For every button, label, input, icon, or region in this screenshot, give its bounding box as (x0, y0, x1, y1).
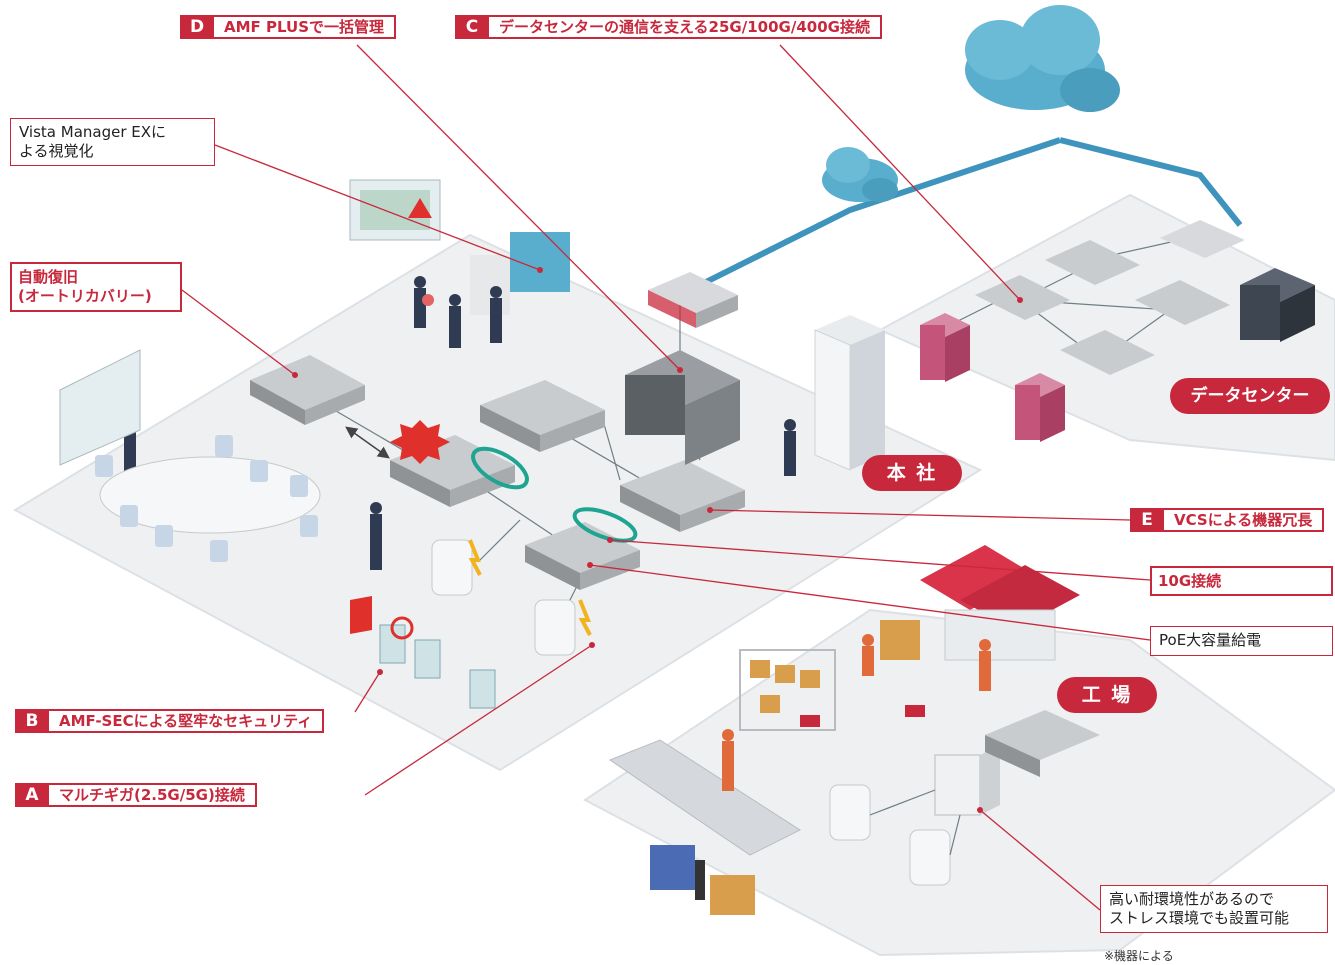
person-icon (422, 294, 434, 306)
callout-text: AMF PLUSで一括管理 (224, 18, 385, 36)
security-device-icon (350, 596, 496, 709)
callout-text: VCSによる機器冗長 (1174, 511, 1313, 529)
leader-lines (181, 44, 1151, 911)
poe-note: PoE大容量給電 (1150, 626, 1333, 656)
rugged-switch-icon (934, 745, 1000, 816)
forklift-icon (650, 845, 705, 900)
vista-manager-note: Vista Manager EXに よる視覚化 (10, 118, 215, 166)
footnote: ※機器による (1104, 949, 1174, 963)
access-point-icon (534, 599, 592, 656)
recovery-arrow (345, 426, 390, 459)
monitor-icon (349, 179, 570, 315)
note-line: 高い耐環境性があるので (1109, 890, 1275, 908)
hq-floor (12, 233, 983, 772)
callout-letter: D (180, 17, 214, 37)
hq-building-icon (814, 315, 885, 471)
sensor-icons (800, 705, 925, 727)
callout-text: マルチギガ(2.5G/5G)接続 (59, 786, 245, 804)
callout-e: E VCSによる機器冗長 (1130, 508, 1325, 532)
site-label-hq: 本 社 (862, 455, 962, 491)
note-line: ストレス環境でも設置可能 (1109, 909, 1290, 927)
callout-letter: B (15, 711, 49, 731)
factory-building-icon (920, 545, 1080, 661)
note-line: よる視覚化 (19, 142, 94, 160)
callout-letter: C (455, 17, 489, 37)
cargo-boxes (710, 620, 920, 915)
callout-letter: A (15, 785, 49, 805)
switch-device (250, 355, 365, 425)
access-point-icon (829, 784, 871, 841)
note-line: PoE大容量給電 (1159, 631, 1262, 649)
chassis-device (625, 350, 740, 465)
callout-text: データセンターの通信を支える25G/100G/400G接続 (499, 18, 870, 36)
auto-recovery-note: 自動復旧 (オートリカバリー) (10, 262, 182, 312)
note-line: 自動復旧 (18, 268, 79, 286)
whiteboard-icon (59, 349, 141, 466)
cloud-icon (965, 5, 1120, 112)
callout-text: AMF-SECによる堅牢なセキュリティ (59, 712, 313, 730)
failure-burst-icon (390, 420, 450, 464)
dc-router (1160, 220, 1245, 258)
note-line: Vista Manager EXに (19, 123, 167, 141)
callout-b: B AMF-SECによる堅牢なセキュリティ (15, 709, 325, 733)
router-device (648, 272, 738, 328)
dc-switches (975, 240, 1230, 375)
factory-lines (869, 789, 961, 856)
callout-d: D AMF PLUSで一括管理 (180, 15, 397, 39)
leader-dots (292, 267, 1023, 813)
factory-switch (985, 710, 1100, 777)
workers-icon (722, 634, 991, 791)
ten-g-note: 10G接続 (1150, 566, 1333, 596)
vcs-ring (572, 507, 638, 543)
server-rack-icon (1015, 373, 1065, 442)
environment-note: 高い耐環境性があるので ストレス環境でも設置可能 (1100, 885, 1328, 933)
cloud-icon (822, 147, 898, 202)
callout-letter: E (1130, 510, 1164, 530)
note-line: 10G接続 (1158, 572, 1222, 590)
callout-c: C データセンターの通信を支える25G/100G/400G接続 (455, 15, 882, 39)
site-label-factory: 工 場 (1057, 677, 1157, 713)
access-point-icon (431, 539, 482, 596)
conveyor-line (608, 739, 802, 856)
cloud-link (688, 137, 1243, 293)
switch-device (480, 380, 605, 452)
server-rack-icon (920, 313, 970, 382)
chair-icons (95, 435, 318, 562)
note-line: (オートリカバリー) (18, 287, 152, 305)
access-point-icon (909, 829, 951, 886)
callout-a: A マルチギガ(2.5G/5G)接続 (15, 783, 257, 807)
datacenter-building-icon (1240, 268, 1315, 342)
site-label-datacenter: データセンター (1170, 378, 1330, 414)
switch-device (525, 522, 640, 590)
shelf-unit (739, 649, 836, 731)
vcs-ring (471, 446, 529, 490)
